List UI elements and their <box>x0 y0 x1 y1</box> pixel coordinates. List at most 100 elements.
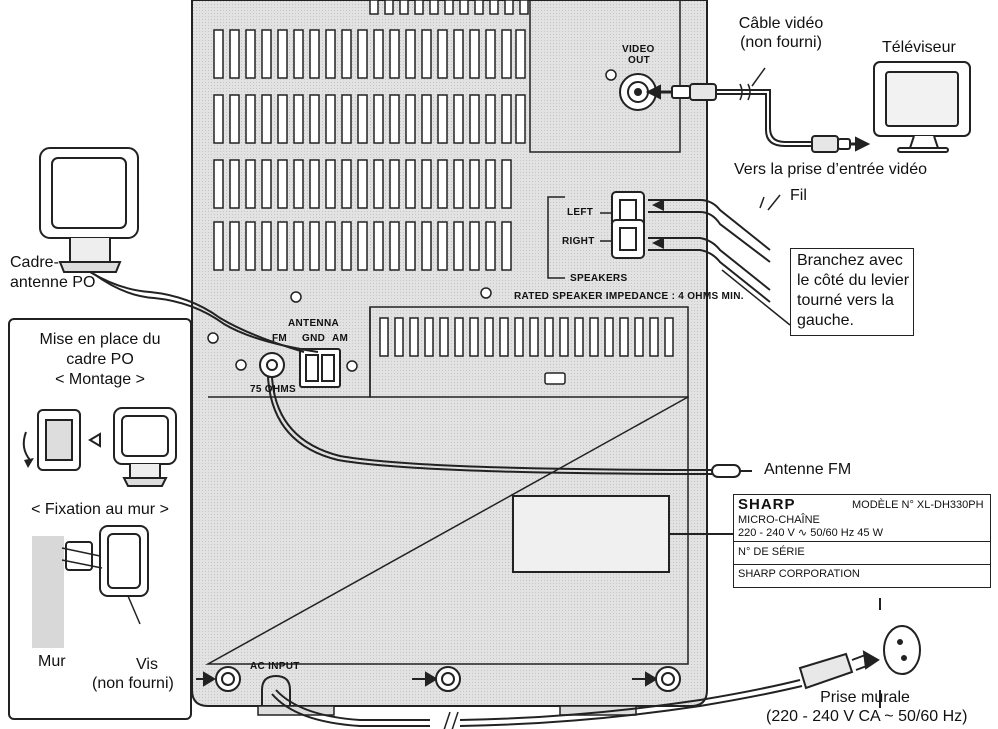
wall-outlet-label: Prise murale <box>820 689 910 706</box>
vent-slot <box>277 29 288 79</box>
am-loop-label-2: antenne PO <box>10 274 96 291</box>
lower-vent-slot <box>634 317 644 357</box>
lower-vent-slot <box>619 317 629 357</box>
vent-slot <box>414 0 424 15</box>
fm-label: FM <box>272 333 288 344</box>
vent-slot <box>459 0 469 15</box>
video-out-jack <box>619 73 657 111</box>
vent-slot <box>437 29 448 79</box>
vent-slot <box>405 29 416 79</box>
vent-slot <box>213 221 224 271</box>
vent-slot <box>501 29 512 79</box>
vent-slot <box>501 221 512 271</box>
gnd-label: GND <box>302 333 326 344</box>
vent-slot <box>405 221 416 271</box>
vent-slot <box>229 159 240 209</box>
vent-region <box>192 0 681 153</box>
lower-vent-slot <box>649 317 659 357</box>
vent-slot <box>245 221 256 271</box>
inset-wall-mount: < Fixation au mur > <box>31 501 169 518</box>
am-antenna-wire <box>89 271 319 353</box>
vent-slot <box>277 94 288 144</box>
vent-slot <box>213 94 224 144</box>
vent-slot <box>261 29 272 79</box>
video-out-label-1: VIDEO <box>622 44 655 55</box>
vent-slot <box>261 159 272 209</box>
vent-slot <box>341 221 352 271</box>
vent-slot <box>293 221 304 271</box>
speaker-wires <box>648 194 791 326</box>
video-input-label: Vers la prise d’entrée vidéo <box>734 161 927 178</box>
vent-slot <box>389 94 400 144</box>
connect-note-line-1: Branchez avec <box>797 252 903 269</box>
wall-socket <box>879 598 921 708</box>
wire-label: Fil <box>790 187 807 204</box>
vent-slot <box>437 221 448 271</box>
ac-input-label: AC INPUT <box>250 661 300 672</box>
antenna-label: ANTENNA <box>288 318 339 329</box>
vent-slot <box>384 0 394 15</box>
vent-slot <box>399 0 409 15</box>
vent-slot <box>245 94 256 144</box>
tv-icon <box>873 61 971 153</box>
vent-slot <box>453 94 464 144</box>
vent-slot <box>357 221 368 271</box>
vent-slot <box>469 94 480 144</box>
vent-slot <box>277 159 288 209</box>
corporation: SHARP CORPORATION <box>738 568 860 580</box>
lower-vent-slot <box>514 317 524 357</box>
left-label: LEFT <box>567 207 594 218</box>
vent-slot <box>453 29 464 79</box>
inset-screw-note: (non fourni) <box>92 675 174 692</box>
vent-slot <box>389 159 400 209</box>
lower-vent-slot <box>424 317 434 357</box>
vent-slot <box>277 221 288 271</box>
connect-note-box: Branchez avec le côté du levier tourné v… <box>790 248 914 336</box>
model-label: SHARP MODÈLE N° XL-DH330PH MICRO-CHAÎNE … <box>733 494 991 588</box>
connect-note-line-4: gauche. <box>797 312 854 329</box>
lower-vent-slot <box>574 317 584 357</box>
vent-slot <box>373 29 384 79</box>
vent-slot <box>485 221 496 271</box>
vent-slot <box>474 0 484 15</box>
lower-vent-slot <box>589 317 599 357</box>
vent-slot <box>341 29 352 79</box>
vent-slot <box>293 159 304 209</box>
vent-slot <box>469 29 480 79</box>
impedance-label: RATED SPEAKER IMPEDANCE : 4 OHMS MIN. <box>514 291 744 302</box>
speakers-label: SPEAKERS <box>570 273 628 284</box>
vent-slot <box>485 94 496 144</box>
connect-note-line-2: le côté du levier <box>797 272 910 289</box>
am-loop-antenna <box>39 147 139 273</box>
product-type: MICRO-CHAÎNE <box>738 514 820 526</box>
vent-slot <box>485 159 496 209</box>
video-cable <box>645 83 871 153</box>
vent-slot <box>309 94 320 144</box>
vent-slot <box>421 29 432 79</box>
power-plug <box>798 650 880 690</box>
speaker-terminal-right <box>611 219 645 259</box>
vent-slot <box>325 29 336 79</box>
vent-slot <box>389 221 400 271</box>
ohms-label: 75 OHMS <box>250 384 297 395</box>
vent-slot <box>453 221 464 271</box>
vent-slot <box>357 29 368 79</box>
vent-slot <box>405 159 416 209</box>
vent-slot <box>469 159 480 209</box>
vent-slot <box>369 0 379 15</box>
inset-wall: Mur <box>38 653 66 670</box>
vent-slot <box>437 159 448 209</box>
am-loop-label-1: Cadre- <box>10 254 59 271</box>
lower-vent-slot <box>409 317 419 357</box>
vent-slot <box>229 94 240 144</box>
wall-outlet-spec: (220 - 240 V CA ~ 50/60 Hz) <box>766 708 968 725</box>
lower-vent-slot <box>379 317 389 357</box>
vent-slot <box>245 29 256 79</box>
vent-slot <box>325 94 336 144</box>
upper-vents <box>213 0 529 271</box>
vent-slot <box>213 29 224 79</box>
vent-slot <box>341 94 352 144</box>
vent-slot <box>229 221 240 271</box>
